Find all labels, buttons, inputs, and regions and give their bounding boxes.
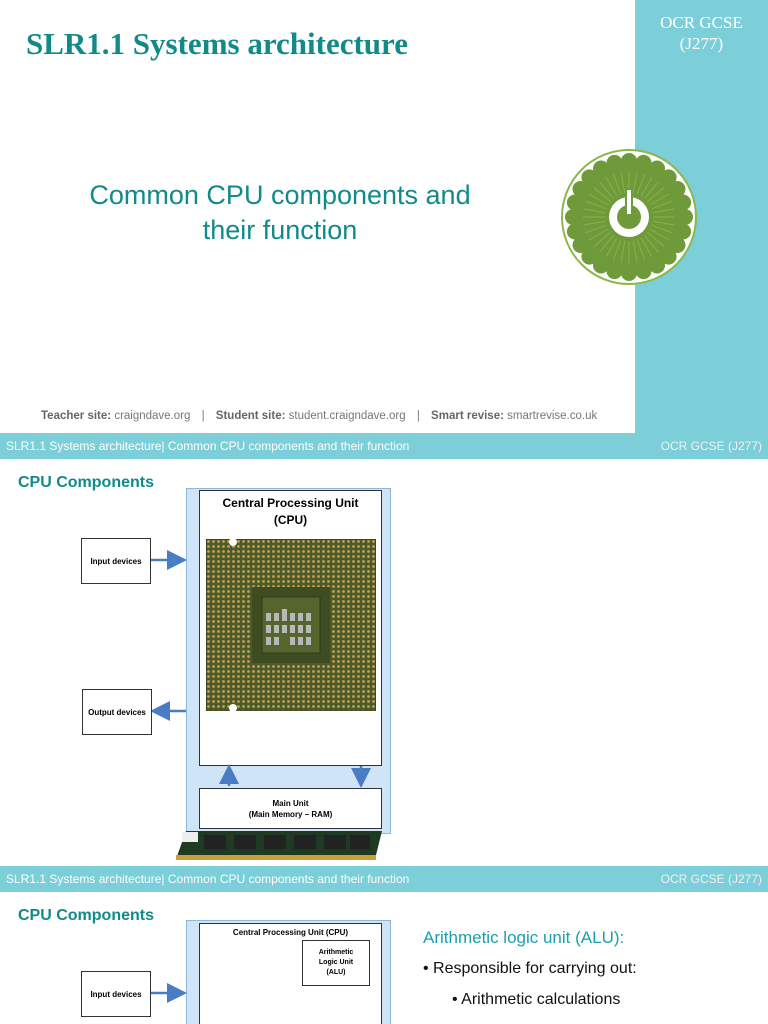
header-title: SLR1.1 Systems architecture| Common CPU …: [6, 439, 410, 453]
main-unit-line1: Main Unit: [272, 798, 309, 808]
smart-link[interactable]: smartrevise.co.uk: [507, 410, 598, 422]
alu-line2: Logic Unit: [318, 959, 354, 966]
connector-arrows: [150, 550, 371, 788]
header-course: OCR GCSE (J277): [660, 872, 762, 886]
bullet-item: • Arithmetic calculations: [452, 991, 621, 1008]
separator: |: [201, 410, 205, 422]
output-devices-box: Output devices: [82, 689, 152, 735]
cpu-box: Central Processing Unit (CPU) Arithmetic…: [199, 923, 382, 1024]
cpu-components-slide: CPU Components Central Processing Unit (…: [0, 459, 768, 866]
slide-subtitle: Common CPU components and their function: [60, 178, 500, 248]
slide3-header-bar: SLR1.1 Systems architecture| Common CPU …: [0, 866, 768, 892]
slide-title: SLR1.1 Systems architecture: [26, 26, 409, 61]
connector-arrows: [150, 983, 187, 1003]
slide2-header-bar: SLR1.1 Systems architecture| Common CPU …: [0, 433, 768, 459]
alu-slide: CPU Components Central Processing Unit (…: [0, 892, 768, 1024]
title-slide: OCR GCSE (J277) SLR1.1 Systems architect…: [0, 0, 768, 433]
cpu-box: Central Processing Unit (CPU): [199, 490, 382, 766]
main-unit-line2: (Main Memory – RAM): [248, 809, 333, 819]
footer-links: Teacher site: craigndave.org | Student s…: [41, 410, 597, 422]
subtitle-line2: their function: [202, 215, 358, 245]
main-memory-box: Main Unit (Main Memory – RAM): [199, 788, 382, 829]
header-title: SLR1.1 Systems architecture| Common CPU …: [6, 872, 410, 886]
separator: |: [416, 410, 420, 422]
cpu-label: Central Processing Unit (CPU): [232, 928, 349, 937]
cpu-chip-image: [206, 539, 376, 711]
badge-line1: OCR GCSE: [660, 13, 743, 32]
power-icon: [561, 149, 697, 285]
badge-line2: (J277): [679, 34, 724, 53]
header-course: OCR GCSE (J277): [660, 439, 762, 453]
alu-line3: (ALU): [326, 969, 346, 976]
alu-title: Arithmetic logic unit (ALU):: [423, 928, 625, 947]
alu-line1: Arithmetic: [318, 949, 354, 956]
alu-box: Arithmetic Logic Unit (ALU): [302, 940, 370, 986]
smart-label: Smart revise:: [431, 410, 504, 422]
input-devices-box: Input devices: [81, 971, 151, 1017]
cpu-label: Central Processing Unit (CPU): [200, 495, 381, 529]
student-link[interactable]: student.craigndave.org: [288, 410, 406, 422]
teacher-label: Teacher site:: [41, 410, 112, 422]
cpu-label-line1: Central Processing Unit: [222, 496, 359, 510]
cpu-label-line2: (CPU): [273, 513, 308, 527]
ram-stick-image: [176, 831, 382, 860]
student-label: Student site:: [215, 410, 286, 422]
bullet-item: • Responsible for carrying out:: [423, 960, 637, 977]
slide-heading: CPU Components: [18, 474, 154, 491]
teacher-link[interactable]: craigndave.org: [114, 410, 191, 422]
slide-heading: CPU Components: [18, 907, 154, 924]
input-devices-box: Input devices: [81, 538, 151, 584]
course-badge: OCR GCSE (J277): [635, 12, 768, 54]
subtitle-line1: Common CPU components and: [89, 180, 471, 210]
